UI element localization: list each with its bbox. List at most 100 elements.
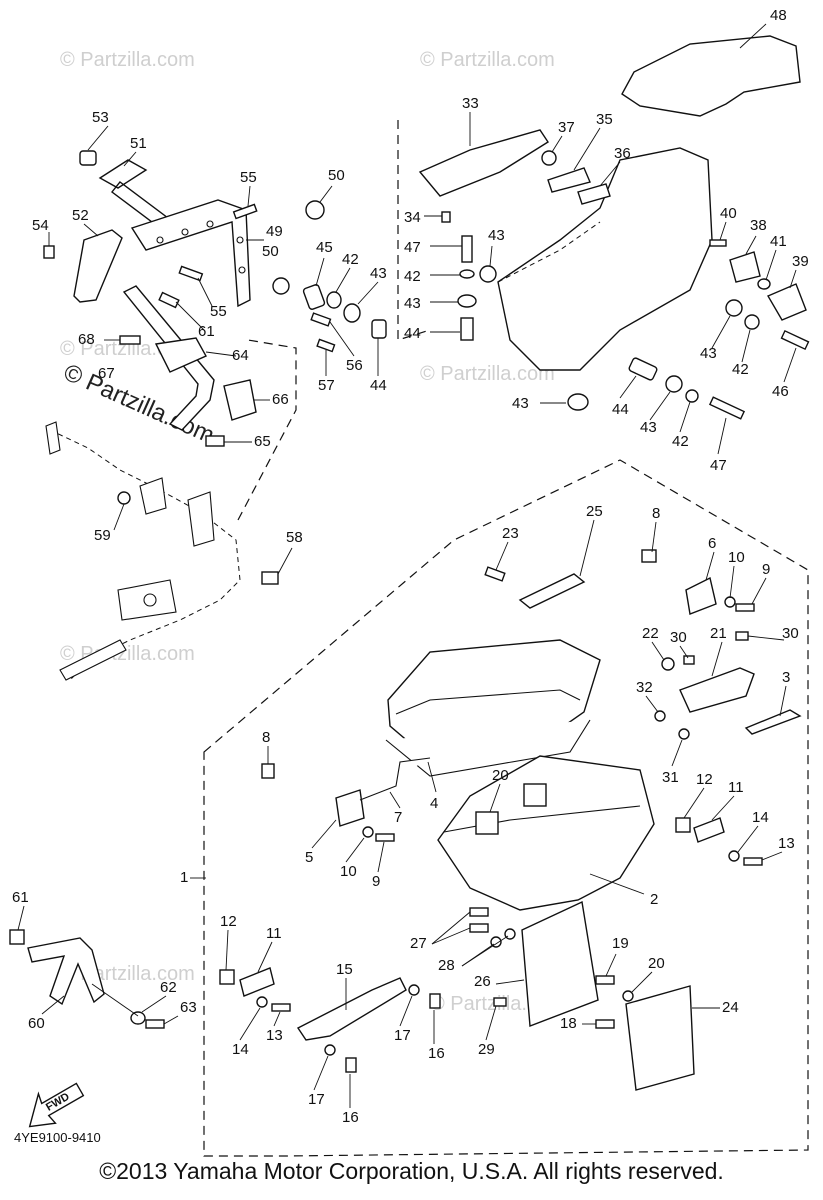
bolt-part <box>158 291 180 309</box>
leader-line <box>399 995 413 1027</box>
callouts: 1 2 3 4 5 6 7 8 8 9 9 10 10 11 11 12 12 … <box>12 7 809 1126</box>
leader-line <box>573 127 601 171</box>
leader-line <box>389 791 401 809</box>
clip-part <box>675 817 691 833</box>
callout-46: 46 <box>772 383 789 400</box>
callout-40: 40 <box>720 205 737 222</box>
latch-part <box>335 789 365 827</box>
leader-line <box>579 519 595 577</box>
bolt-part <box>709 239 727 247</box>
callout-30: 30 <box>670 629 687 646</box>
hinge-part <box>475 811 499 835</box>
callout-14: 14 <box>752 809 769 826</box>
callout-2: 2 <box>650 891 658 908</box>
grommet-part <box>665 375 683 393</box>
washer-part <box>324 1044 336 1056</box>
callout-34: 34 <box>404 209 421 226</box>
lower-guard-assembly <box>9 929 165 1029</box>
callout-42: 42 <box>732 361 749 378</box>
callout-56: 56 <box>346 357 363 374</box>
leader-line <box>123 151 137 167</box>
screw-part <box>743 857 763 866</box>
stay-part <box>418 129 549 197</box>
grommet-part <box>567 393 589 411</box>
callout-66: 66 <box>272 391 289 408</box>
callout-44: 44 <box>404 325 421 342</box>
callout-49: 49 <box>266 223 283 240</box>
callout-1: 1 <box>180 869 188 886</box>
leader-line <box>311 819 337 849</box>
callout-25: 25 <box>586 503 603 520</box>
leader-line <box>495 541 509 571</box>
callout-14: 14 <box>232 1041 249 1058</box>
cap-part <box>766 283 807 321</box>
leader-line <box>671 739 683 767</box>
callout-11: 11 <box>728 779 744 796</box>
leader-line <box>679 401 691 433</box>
callout-13: 13 <box>778 835 795 852</box>
callout-28: 28 <box>438 957 455 974</box>
hole <box>238 266 246 274</box>
watermark: © Partzilla.com <box>60 49 195 71</box>
stay-bar-part <box>98 159 169 229</box>
callout-4: 4 <box>430 795 438 812</box>
leader-line <box>599 161 621 187</box>
callout-65: 65 <box>254 433 271 450</box>
lid-line <box>395 689 581 715</box>
callout-57: 57 <box>318 377 335 394</box>
leader-line <box>779 685 787 717</box>
fwd-arrow-shape <box>28 1082 85 1128</box>
saddlebag-body-part <box>497 147 713 371</box>
callout-44: 44 <box>612 401 629 418</box>
collar-part <box>460 317 474 341</box>
hinge-plate-part <box>693 817 725 843</box>
callout-52: 52 <box>72 207 89 224</box>
callout-50: 50 <box>328 167 345 184</box>
leader-line <box>719 221 727 241</box>
callout-3: 3 <box>782 669 790 686</box>
callout-43: 43 <box>700 345 717 362</box>
leader-line <box>631 971 653 993</box>
leader-line <box>739 23 767 49</box>
pad-part <box>683 655 695 665</box>
leader-line <box>329 321 355 357</box>
leader-line <box>225 929 229 971</box>
saddlebag-assembly <box>397 35 810 420</box>
screw-part <box>735 603 755 612</box>
leader-line <box>651 641 665 661</box>
frame-tab <box>45 421 61 455</box>
leader-line <box>489 783 501 813</box>
stay-bracket-dash <box>397 120 431 341</box>
leader-line <box>91 983 139 1017</box>
washer-part <box>654 710 666 722</box>
back-plate-part <box>625 985 695 1091</box>
leader-line <box>163 1015 179 1025</box>
strip-part <box>744 709 802 735</box>
clip-part <box>261 763 275 779</box>
guard-bar-part <box>122 285 215 431</box>
leader-line <box>789 269 797 289</box>
leader-line <box>679 645 689 659</box>
bag-edge-dash <box>497 221 601 283</box>
cover-part <box>621 35 801 117</box>
frame-rail <box>59 639 127 681</box>
bolt-part <box>310 312 332 327</box>
washer-part <box>622 990 634 1002</box>
callout-62: 62 <box>160 979 177 996</box>
leader-line <box>357 281 379 305</box>
leader-line <box>711 315 731 349</box>
callout-16: 16 <box>428 1045 445 1062</box>
leader-line <box>87 125 109 151</box>
callout-50: 50 <box>262 243 279 260</box>
copyright-notice: ©2013 Yamaha Motor Corporation, U.S.A. A… <box>99 1158 724 1184</box>
hole <box>181 228 189 236</box>
callout-42: 42 <box>342 251 359 268</box>
callout-18: 18 <box>560 1015 577 1032</box>
leader-line <box>551 135 563 153</box>
callout-7: 7 <box>394 809 402 826</box>
leader-line <box>711 641 723 677</box>
leader-line <box>247 185 251 207</box>
watermark: © Partzilla.com <box>420 49 555 71</box>
screw-part <box>493 997 507 1007</box>
leader-line <box>489 245 493 267</box>
